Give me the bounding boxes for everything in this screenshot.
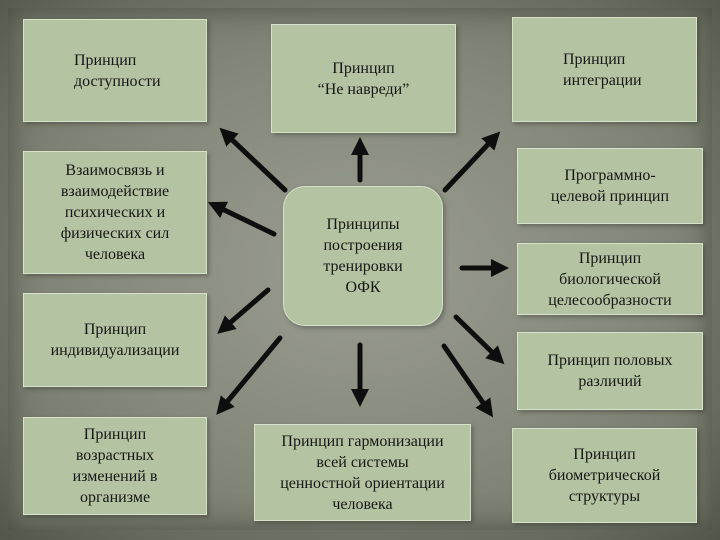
center-node: Принципы построения тренировки ОФК xyxy=(283,186,443,326)
principle-gender-box: Принцип половых различий xyxy=(517,332,703,410)
principle-integration-box: Принцип интеграции xyxy=(512,17,697,122)
principle-program-target-box: Программно- целевой принцип xyxy=(517,148,703,224)
arrow-to-gender xyxy=(453,314,505,365)
principle-accessibility-box: Принцип доступности xyxy=(23,19,207,122)
arrow-to-accessibility xyxy=(219,127,288,193)
arrow-to-individualization xyxy=(217,287,271,334)
arrow-to-integration xyxy=(442,131,501,193)
arrow-to-age xyxy=(216,335,283,415)
principle-age-box: Принцип возрастных изменений в организме xyxy=(23,417,207,515)
principle-biometric-box: Принцип биометрической структуры xyxy=(512,428,697,523)
principle-biological-box: Принцип биологической целесообразности xyxy=(517,243,703,315)
interconnection-box: Взаимосвязь и взаимодействие психических… xyxy=(23,151,207,274)
arrow-to-biometric xyxy=(441,343,494,418)
principle-harmonization-box: Принцип гармонизации всей системы ценнос… xyxy=(254,424,471,521)
principle-do-no-harm-box: Принцип “Не навреди” xyxy=(271,24,456,133)
arrow-to-interconnection xyxy=(207,201,277,237)
principle-individualization-box: Принцип индивидуализации xyxy=(23,293,207,387)
